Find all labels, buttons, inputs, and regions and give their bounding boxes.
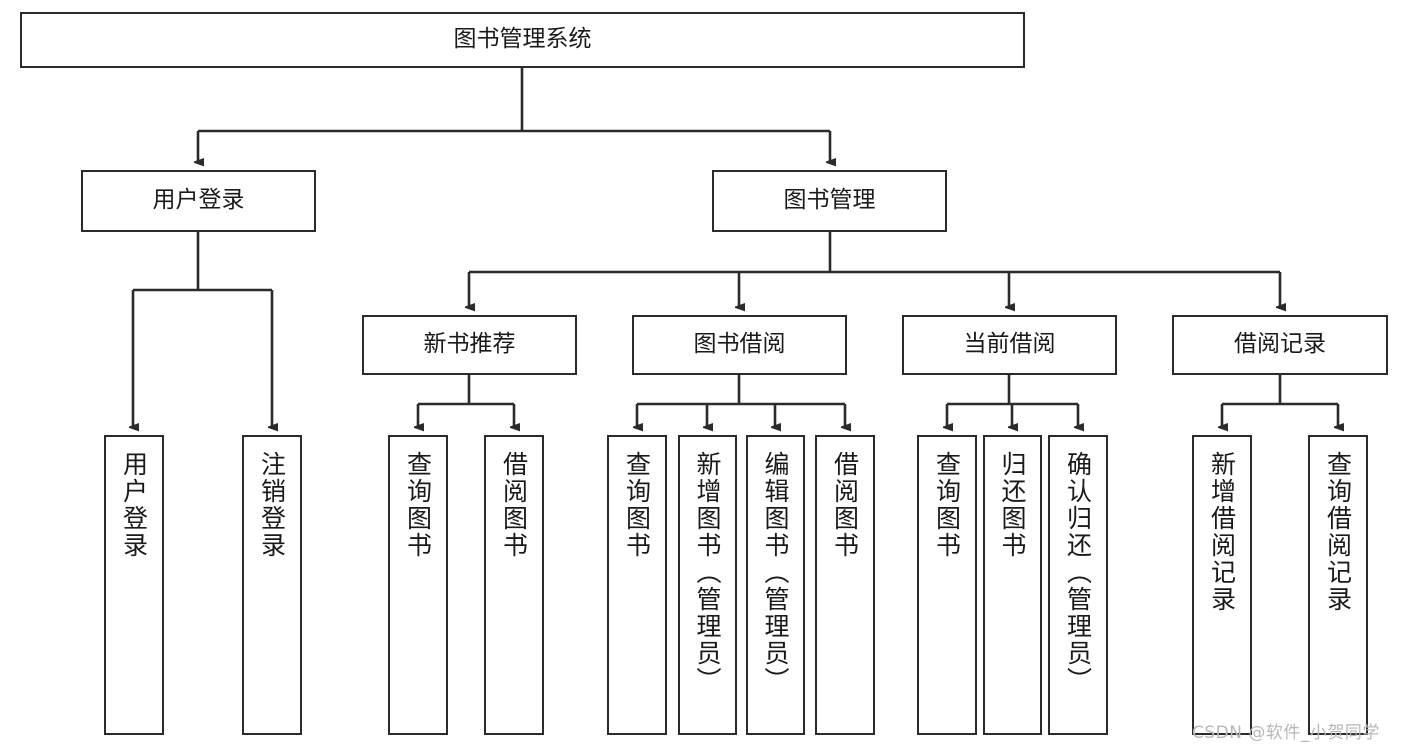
- leaf-query-borrow-record[interactable]: 查询借阅记录: [1308, 435, 1368, 735]
- node-book-management[interactable]: 图书管理: [712, 170, 947, 232]
- leaf-user-login[interactable]: 用户登录: [104, 435, 164, 735]
- leaf-return-book[interactable]: 归还图书: [983, 435, 1042, 735]
- leaf-query-book-recommend[interactable]: 查询图书: [388, 435, 448, 735]
- node-label: 借阅图书: [499, 451, 529, 559]
- leaf-add-book-admin[interactable]: 新增图书（管理员）: [678, 435, 737, 735]
- node-label: 新书推荐: [423, 331, 516, 358]
- leaf-confirm-return-admin[interactable]: 确认归还（管理员）: [1048, 435, 1108, 735]
- leaf-add-borrow-record[interactable]: 新增借阅记录: [1192, 435, 1252, 735]
- leaf-edit-book-admin[interactable]: 编辑图书（管理员）: [746, 435, 805, 735]
- leaf-query-book-borrow[interactable]: 查询图书: [607, 435, 667, 735]
- node-label: 图书管理系统: [453, 26, 592, 53]
- node-label: 图书借阅: [693, 331, 786, 358]
- leaf-query-book-current[interactable]: 查询图书: [917, 435, 977, 735]
- node-label: 新增借阅记录: [1207, 451, 1237, 613]
- node-label: 查询图书: [932, 451, 962, 559]
- node-label: 图书管理: [783, 187, 876, 214]
- leaf-logout[interactable]: 注销登录: [242, 435, 302, 735]
- node-label: 借阅记录: [1234, 331, 1326, 358]
- node-label: 编辑图书（管理员）: [761, 451, 790, 694]
- node-current-borrow[interactable]: 当前借阅: [902, 315, 1117, 375]
- node-label: 新增图书（管理员）: [693, 451, 722, 694]
- node-label: 用户登录: [119, 451, 149, 559]
- node-label: 当前借阅: [963, 331, 1056, 358]
- csdn-watermark: CSDN @软件_小贺同学: [1192, 723, 1380, 743]
- node-label: 借阅图书: [830, 451, 860, 559]
- node-label: 注销登录: [257, 451, 287, 559]
- node-label: 确认归还（管理员）: [1063, 451, 1093, 694]
- node-new-book-recommend[interactable]: 新书推荐: [362, 315, 577, 375]
- node-label: 归还图书: [998, 451, 1027, 559]
- leaf-borrow-book[interactable]: 借阅图书: [815, 435, 875, 735]
- node-label: 用户登录: [152, 187, 245, 214]
- node-label: 查询图书: [403, 451, 433, 559]
- node-root-book-management-system[interactable]: 图书管理系统: [20, 12, 1025, 68]
- node-borrow-records[interactable]: 借阅记录: [1172, 315, 1388, 375]
- leaf-borrow-book-recommend[interactable]: 借阅图书: [484, 435, 544, 735]
- node-book-borrow[interactable]: 图书借阅: [632, 315, 847, 375]
- node-label: 查询图书: [622, 451, 652, 559]
- node-label: 查询借阅记录: [1323, 451, 1353, 613]
- node-user-login[interactable]: 用户登录: [81, 170, 316, 232]
